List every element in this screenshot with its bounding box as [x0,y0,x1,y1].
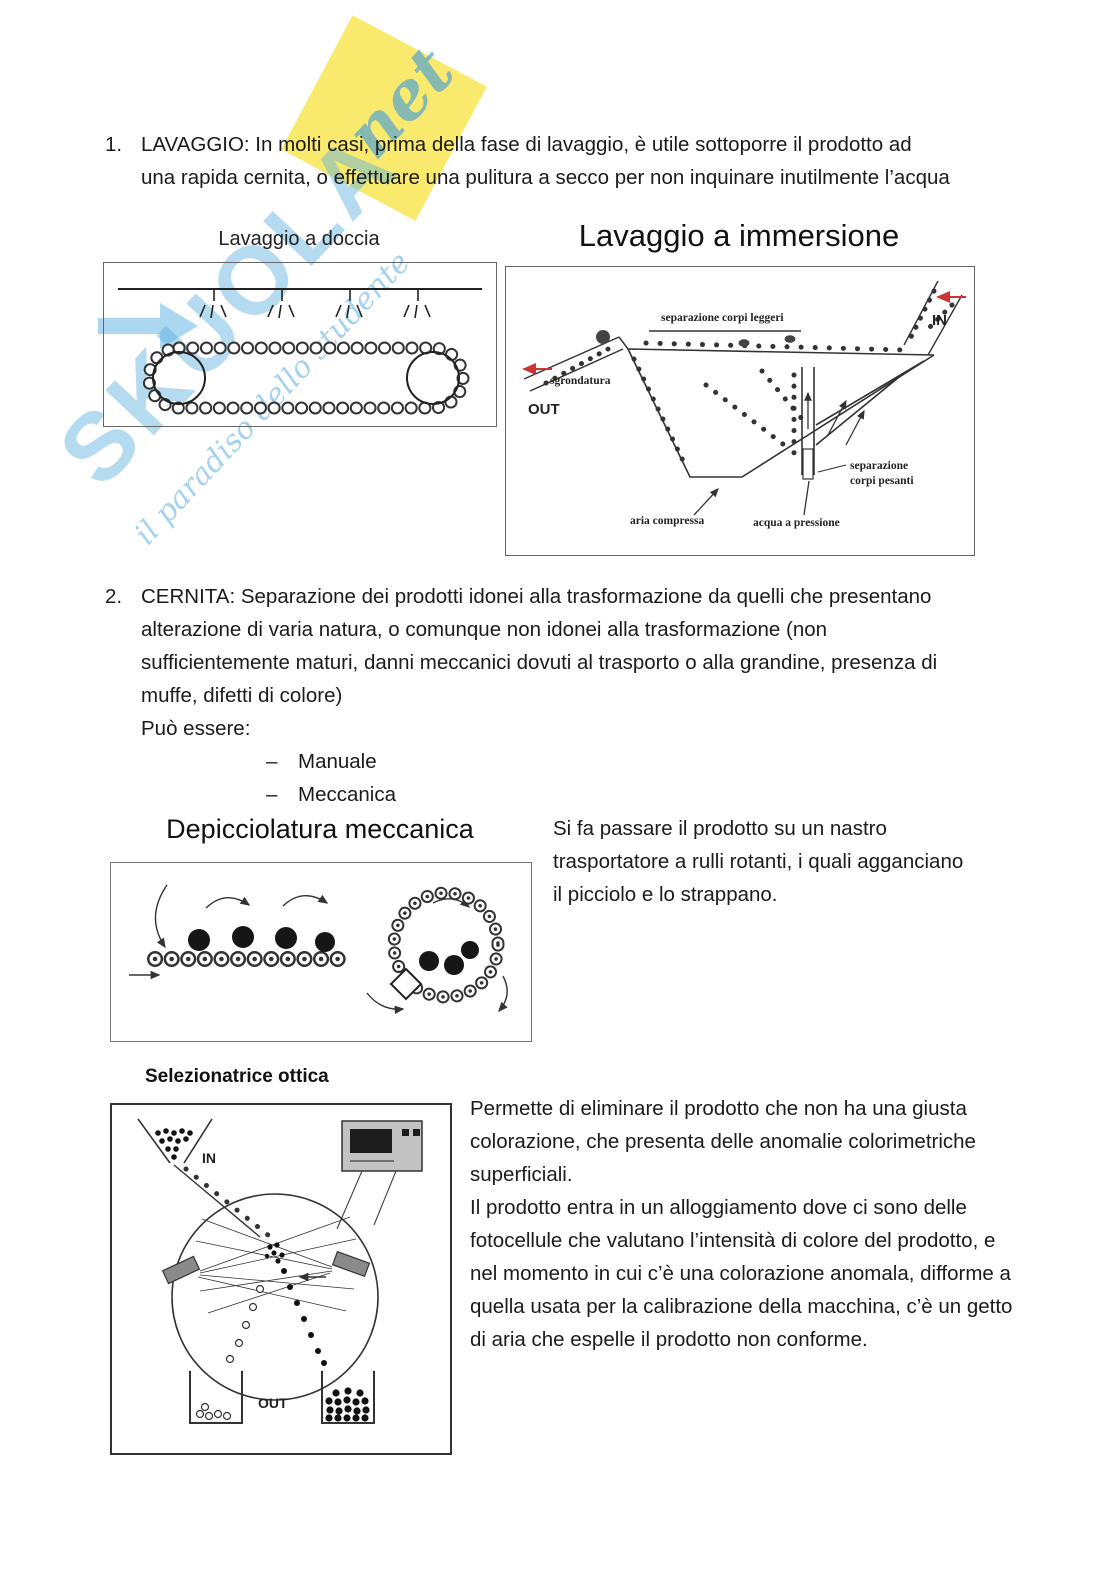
label-out: OUT [258,1395,288,1411]
cernita-bullet-list: – Manuale – Meccanica [266,745,965,811]
caption-lavaggio-doccia: Lavaggio a doccia [218,228,380,250]
rejected-stream-dots [225,1284,265,1364]
item-cernita: 2. CERNITA: Separazione dei prodotti ido… [105,580,965,811]
title-selezionatrice: Selezionatrice ottica [145,1066,329,1087]
feed-hopper [137,1118,213,1164]
title-depicciolatura: Depicciolatura meccanica [166,814,474,844]
acqua-pointer [803,480,810,516]
optical-sorter-diagram: IN [137,1118,423,1424]
chute-line [173,1164,261,1238]
figure-lavaggio-immersione: separazione corpi leggeri IN sgrondatura… [505,266,975,556]
tank-outline [627,330,935,478]
product-dots [543,288,955,470]
label-sgrondatura: sgrondatura [550,375,611,387]
puo-essere-label: Può essere: [141,717,251,740]
item-cernita-text: CERNITA: Separazione dei prodotti idonei… [141,585,938,707]
bullet-label-meccanica: Meccanica [298,783,396,806]
upflow-arrows [804,391,865,446]
floating-debris [738,339,750,347]
elevator-pulley [596,330,610,344]
figure-lavaggio-doccia [103,262,497,427]
label-out: OUT [528,401,560,418]
bullet-dash: – [266,750,278,773]
label-in: IN [202,1150,216,1166]
center-product-dots [264,1242,285,1264]
item-lavaggio-text: LAVAGGIO: In molti casi, prima della fas… [141,133,950,189]
selezionatrice-description: Permette di eliminare il prodotto che no… [470,1092,1018,1356]
title-lavaggio-immersione: Lavaggio a immersione [578,218,900,253]
panel-wire [336,1170,363,1230]
item-cernita-number: 2. [105,585,123,608]
floating-debris [784,335,796,343]
immersion-washer-diagram: separazione corpi leggeri IN sgrondatura… [522,280,966,529]
control-panel [341,1120,423,1172]
label-corpi-pesanti: corpi pesanti [850,475,914,487]
water-pipe [802,448,814,480]
list-item: – Manuale [266,745,965,778]
bullet-dash: – [266,783,278,806]
destemming-diagram [129,884,508,1014]
item-lavaggio: 1. LAVAGGIO: In molti casi, prima della … [105,128,950,194]
stem-catcher-diamond [389,967,423,1001]
accept-bin [321,1371,375,1424]
reject-bin [189,1371,243,1424]
inspection-wheel [171,1193,379,1401]
bullet-label-manuale: Manuale [298,750,377,773]
chute-dots [183,1166,271,1238]
left-roller [152,351,206,405]
light-beams [195,1216,357,1314]
label-corpi-leggeri: separazione corpi leggeri [661,312,784,324]
conveyor-chain [142,341,470,415]
hopper-product-dots [155,1128,193,1160]
figure-selezionatrice: IN [110,1103,452,1455]
depicciolatura-description: Si fa passare il prodotto su un nastro t… [553,817,964,906]
panel-wire [373,1170,397,1226]
list-item: – Meccanica [266,778,965,811]
figure-depicciolatura [110,862,532,1042]
left-photocell [161,1255,201,1285]
selezionatrice-description-2: Il prodotto entra in un alloggiamento do… [470,1196,1013,1351]
right-roller [406,351,460,405]
spray-nozzles [199,289,431,319]
label-aria-compressa: aria compressa [630,515,704,527]
pesanti-pointer [817,464,847,473]
accepted-stream-dots [281,1268,327,1366]
label-separazione: separazione [850,460,908,472]
right-photocell [331,1250,371,1278]
fruit-on-belt [188,926,335,952]
selezionatrice-description-1: Permette di eliminare il prodotto che no… [470,1097,976,1186]
aria-pointer [693,488,719,516]
label-in: IN [932,312,947,329]
label-acqua-pressione: acqua a pressione [753,517,840,529]
roller-drum [387,886,505,1004]
item-lavaggio-number: 1. [105,133,123,156]
accept-bin-dots [325,1387,370,1422]
shower-conveyor-diagram [118,288,482,415]
reject-bin-dots [195,1402,232,1421]
fruit-in-drum [419,941,479,975]
